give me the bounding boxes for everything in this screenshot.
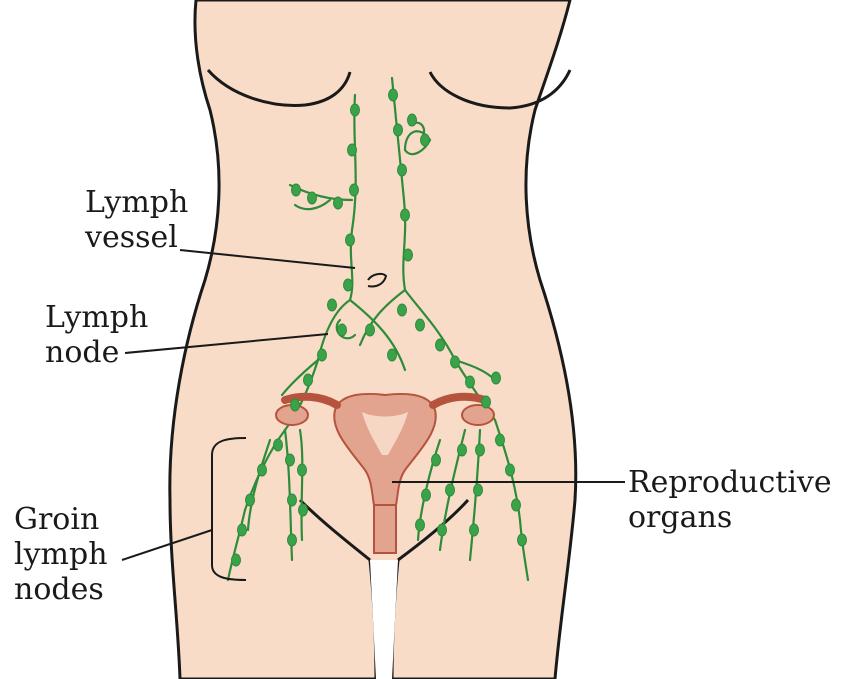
lymph-node bbox=[446, 484, 455, 496]
lymph-node bbox=[398, 164, 407, 176]
lymph-node bbox=[298, 464, 307, 476]
lymph-node bbox=[422, 489, 431, 501]
lymph-node bbox=[288, 494, 297, 506]
lymph-node bbox=[334, 197, 343, 209]
lymph-node bbox=[246, 494, 255, 506]
lymph-node bbox=[408, 114, 417, 126]
groin-label-line2: lymph bbox=[14, 537, 108, 572]
lymph-node bbox=[416, 519, 425, 531]
lymph-node-label-line1: Lymph bbox=[45, 300, 148, 335]
lymph-node bbox=[401, 209, 410, 221]
lymph-node bbox=[438, 524, 447, 536]
lymph-node bbox=[350, 184, 359, 196]
groin-label-line1: Groin bbox=[14, 502, 108, 537]
lymph-node bbox=[470, 524, 479, 536]
lymph-vessel-label-line1: Lymph bbox=[85, 185, 188, 220]
lymph-node bbox=[274, 439, 283, 451]
lymph-node bbox=[416, 319, 425, 331]
lymph-node bbox=[346, 234, 355, 246]
lymph-node bbox=[348, 144, 357, 156]
lymph-node bbox=[338, 324, 347, 336]
lymph-node bbox=[421, 134, 430, 146]
lymph-node bbox=[292, 184, 301, 196]
lymph-node bbox=[476, 444, 485, 456]
lymph-node bbox=[258, 464, 267, 476]
lymph-node bbox=[518, 534, 527, 546]
reproductive-organs-label: Reproductive organs bbox=[628, 465, 832, 535]
lymph-node bbox=[291, 399, 300, 411]
groin-label-line3: nodes bbox=[14, 572, 108, 607]
lymph-node bbox=[458, 444, 467, 456]
lymph-node bbox=[398, 304, 407, 316]
lymph-node bbox=[238, 524, 247, 536]
lymph-node bbox=[492, 372, 501, 384]
lymph-vessel-label-line2: vessel bbox=[85, 220, 188, 255]
lymph-node bbox=[232, 554, 241, 566]
lymph-node bbox=[299, 504, 308, 516]
lymph-node-label: Lymph node bbox=[45, 300, 148, 370]
lymph-node bbox=[482, 396, 491, 408]
lymph-node bbox=[318, 349, 327, 361]
lymph-node bbox=[466, 376, 475, 388]
lymph-vessel-label: Lymph vessel bbox=[85, 185, 188, 255]
lymph-node bbox=[328, 299, 337, 311]
right-ovary bbox=[462, 405, 494, 425]
lymph-node bbox=[496, 434, 505, 446]
lymph-node bbox=[394, 124, 403, 136]
lymph-node bbox=[366, 324, 375, 336]
cervix bbox=[374, 505, 396, 553]
lymph-node bbox=[512, 499, 521, 511]
reproductive-label-line1: Reproductive bbox=[628, 465, 832, 500]
lymph-node-label-line2: node bbox=[45, 335, 148, 370]
lymph-node bbox=[389, 89, 398, 101]
lymph-node bbox=[286, 454, 295, 466]
reproductive-label-line2: organs bbox=[628, 500, 832, 535]
lymph-node bbox=[288, 534, 297, 546]
lymph-node bbox=[436, 339, 445, 351]
lymph-node bbox=[404, 249, 413, 261]
lymph-node bbox=[432, 454, 441, 466]
lymph-node bbox=[388, 349, 397, 361]
lymph-node bbox=[451, 356, 460, 368]
lymph-node bbox=[506, 464, 515, 476]
lymph-node bbox=[344, 279, 353, 291]
lymph-node bbox=[308, 192, 317, 204]
groin-lymph-nodes-label: Groin lymph nodes bbox=[14, 502, 108, 607]
lymph-node bbox=[474, 484, 483, 496]
lymph-node bbox=[304, 374, 313, 386]
lymph-node bbox=[351, 104, 360, 116]
